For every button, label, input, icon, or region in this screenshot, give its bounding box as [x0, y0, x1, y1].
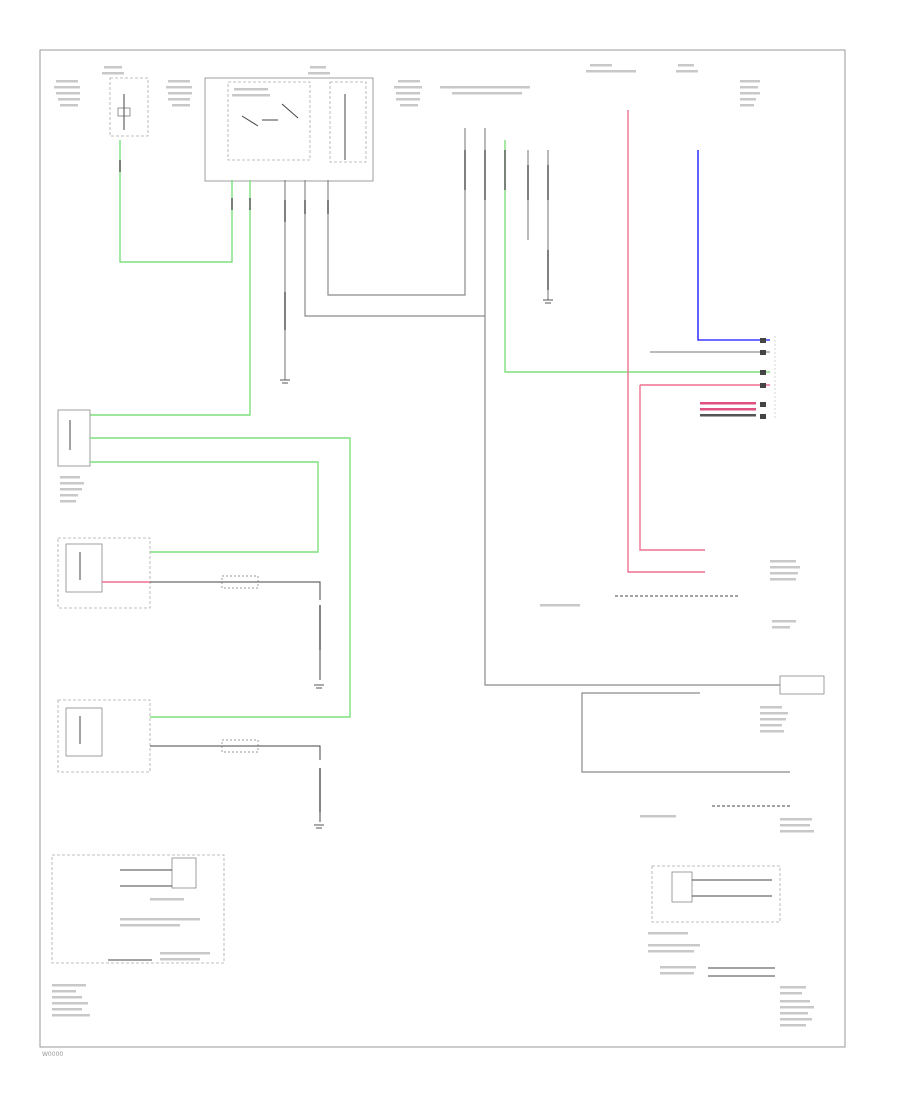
wire-red-vertical: [627, 110, 705, 573]
bottom-right-labels: [648, 932, 814, 1027]
wire-green-to-left-sensor: [90, 180, 251, 416]
left-motor-1: [65, 543, 103, 593]
relay-inner: [227, 81, 311, 161]
wire-gray-trunk: [484, 128, 780, 686]
wire-red-branch: [639, 385, 705, 551]
right-mid-labels: [540, 560, 800, 629]
relay-box: [204, 77, 374, 182]
wire-gray-relay-ground: [304, 180, 485, 317]
left-sensor-box: [57, 409, 91, 467]
left-motor-2: [65, 707, 103, 757]
wire-green-sensor-low: [90, 461, 319, 553]
fuse-inner-box: [329, 81, 367, 163]
bottom-right-module: [651, 865, 781, 923]
bottom-right-motor: [671, 871, 693, 903]
wire-motor-1-out: [150, 581, 321, 600]
wire-blue: [697, 150, 770, 341]
fuse-box-left: [109, 77, 149, 137]
right-connector-block: [650, 336, 776, 420]
bottom-left-module: [51, 854, 225, 964]
wire-green-right: [504, 140, 770, 373]
bottom-left-labels: [52, 898, 210, 1017]
left-motor-2-box: [57, 699, 151, 773]
footer-code: W0000: [42, 1051, 63, 1058]
wire-green-sensor-mid: [90, 437, 351, 718]
top-left-labels: [54, 64, 760, 107]
connector-ticks: [119, 150, 549, 330]
right-bottom-labels: [640, 706, 814, 833]
wire-gray-relay-right: [327, 128, 466, 296]
right-bottom-connector: [779, 675, 825, 695]
bottom-left-motor: [171, 857, 197, 889]
wire-gray-bottom-loop: [581, 692, 790, 773]
left-sensor-labels: [60, 476, 84, 503]
wire-motor-2-out: [150, 745, 321, 760]
left-motor-1-box: [57, 537, 151, 609]
ground-symbols: [280, 299, 553, 829]
wire-green-top-loop: [119, 140, 233, 263]
diagram-frame: [39, 49, 846, 1048]
